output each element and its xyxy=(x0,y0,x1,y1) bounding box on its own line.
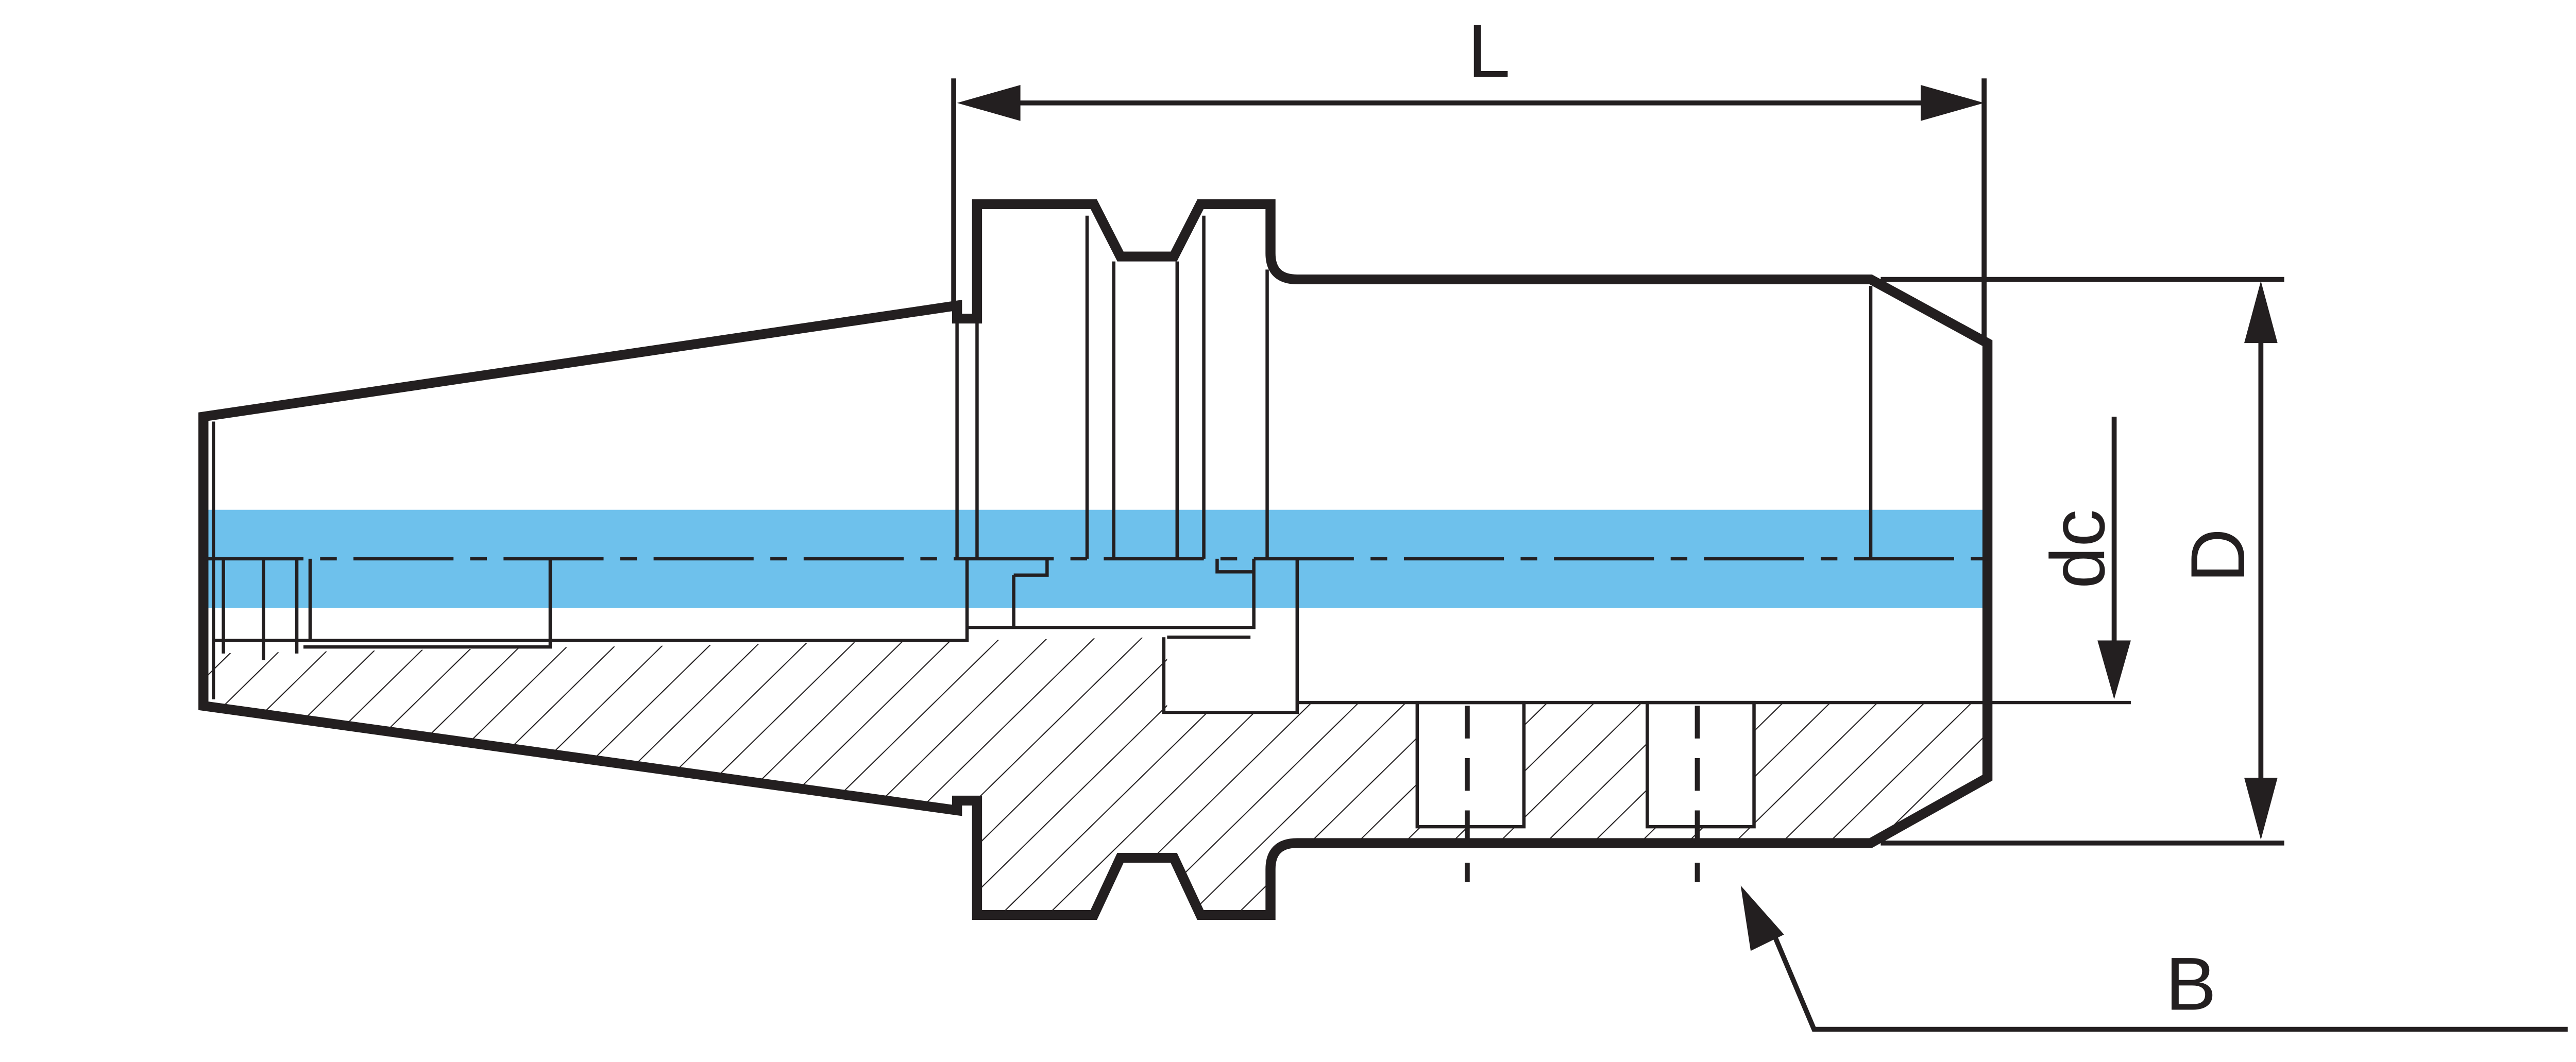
arrowheads xyxy=(957,84,2278,951)
screw-hole-1 xyxy=(1415,700,1526,829)
holder-outline xyxy=(198,199,1993,920)
axis-band xyxy=(203,509,1988,608)
dim-line-l xyxy=(951,78,1987,344)
label-d: D xyxy=(2176,528,2261,583)
flange-lines xyxy=(955,215,1873,559)
label-dc: dc xyxy=(2036,509,2121,589)
dim-line-d xyxy=(1880,277,2284,846)
label-b: B xyxy=(2165,943,2216,1026)
label-l: L xyxy=(1468,9,1511,93)
leader-b xyxy=(1771,933,2568,1032)
screw-hole-2 xyxy=(1646,700,1756,829)
screw-centerlines xyxy=(1465,706,1700,883)
bore-lines xyxy=(213,558,2131,714)
